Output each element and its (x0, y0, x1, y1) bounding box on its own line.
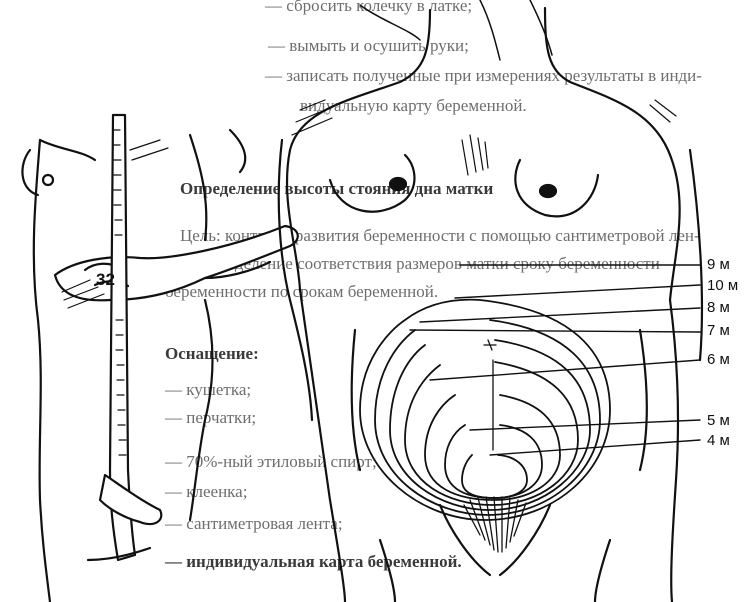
front-torso-figure (279, 0, 702, 602)
month-label: 10 м (705, 277, 740, 295)
month-label: 4 м (705, 432, 732, 450)
month-label: 5 м (705, 412, 732, 430)
month-label: 7 м (705, 322, 732, 340)
side-view-figure (22, 115, 297, 602)
month-label: 9 м (705, 256, 732, 274)
month-label: 6 м (705, 351, 732, 369)
tape-number: 32 (96, 270, 115, 290)
month-label: 8 м (705, 299, 732, 317)
